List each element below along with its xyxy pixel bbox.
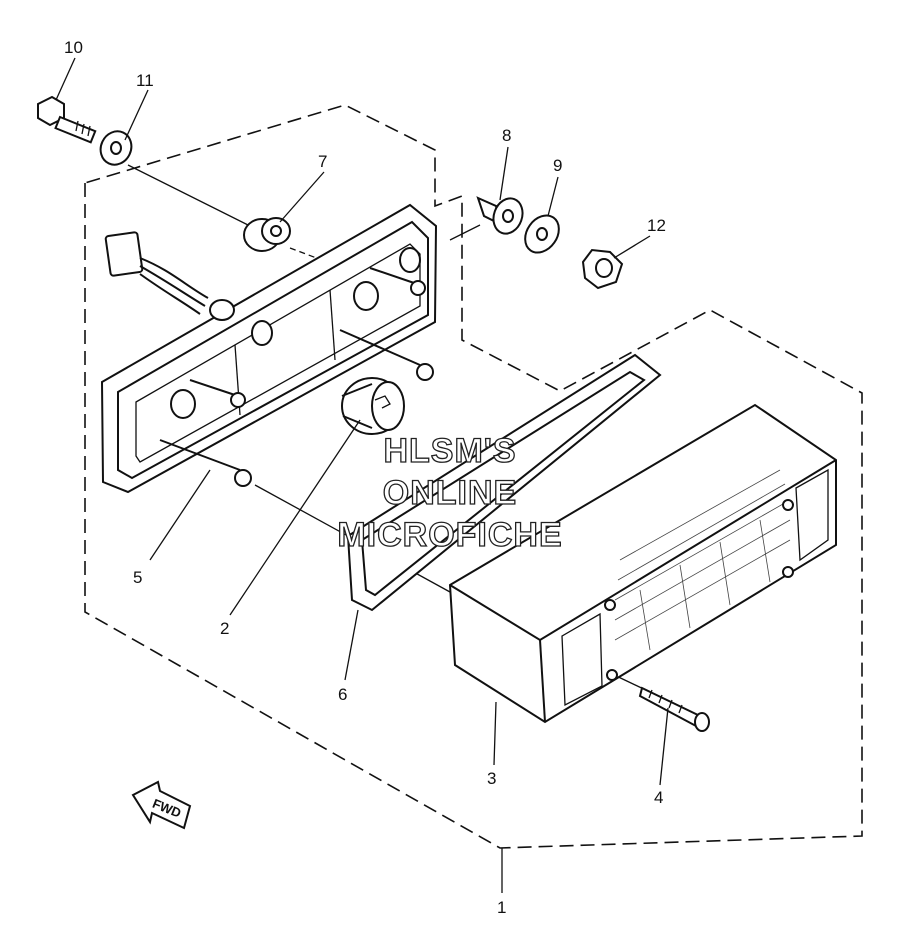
- washer-part-11: [99, 130, 133, 166]
- watermark: HLSM'S ONLINE MICROFICHE: [337, 431, 563, 554]
- nut-part: [581, 248, 624, 290]
- callout-3: 3: [487, 769, 496, 788]
- gasket-part: [346, 353, 662, 612]
- callout-labels: 10 11 7 8 9 12 5 2 6 3 4 1: [64, 38, 666, 917]
- watermark-line-1: HLSM'S: [383, 432, 516, 470]
- callout-10: 10: [64, 38, 83, 57]
- callout-leaders: [55, 57, 669, 893]
- lamp-housing-part: [100, 203, 438, 494]
- callout-7: 7: [318, 152, 327, 171]
- callout-5: 5: [133, 568, 142, 587]
- washer-part-9: [524, 214, 560, 254]
- assembly-boundary: [84, 104, 863, 849]
- callout-6: 6: [338, 685, 347, 704]
- callout-1: 1: [497, 898, 506, 917]
- watermark-line-3: MICROFICHE: [337, 516, 562, 554]
- grommet-part: [243, 217, 291, 252]
- callout-11: 11: [136, 71, 154, 90]
- collar-part: [476, 196, 524, 235]
- bulb-part: [341, 377, 405, 435]
- callout-12: 12: [647, 216, 666, 235]
- lens-part: [448, 403, 837, 724]
- callout-2: 2: [220, 619, 229, 638]
- watermark-line-2: ONLINE: [383, 474, 517, 512]
- callout-8: 8: [502, 126, 511, 145]
- callout-9: 9: [553, 156, 562, 175]
- callout-4: 4: [654, 788, 663, 807]
- flange-bolt-part: [37, 95, 97, 144]
- fwd-arrow-icon: FWD: [131, 780, 192, 830]
- screw-part: [638, 686, 710, 732]
